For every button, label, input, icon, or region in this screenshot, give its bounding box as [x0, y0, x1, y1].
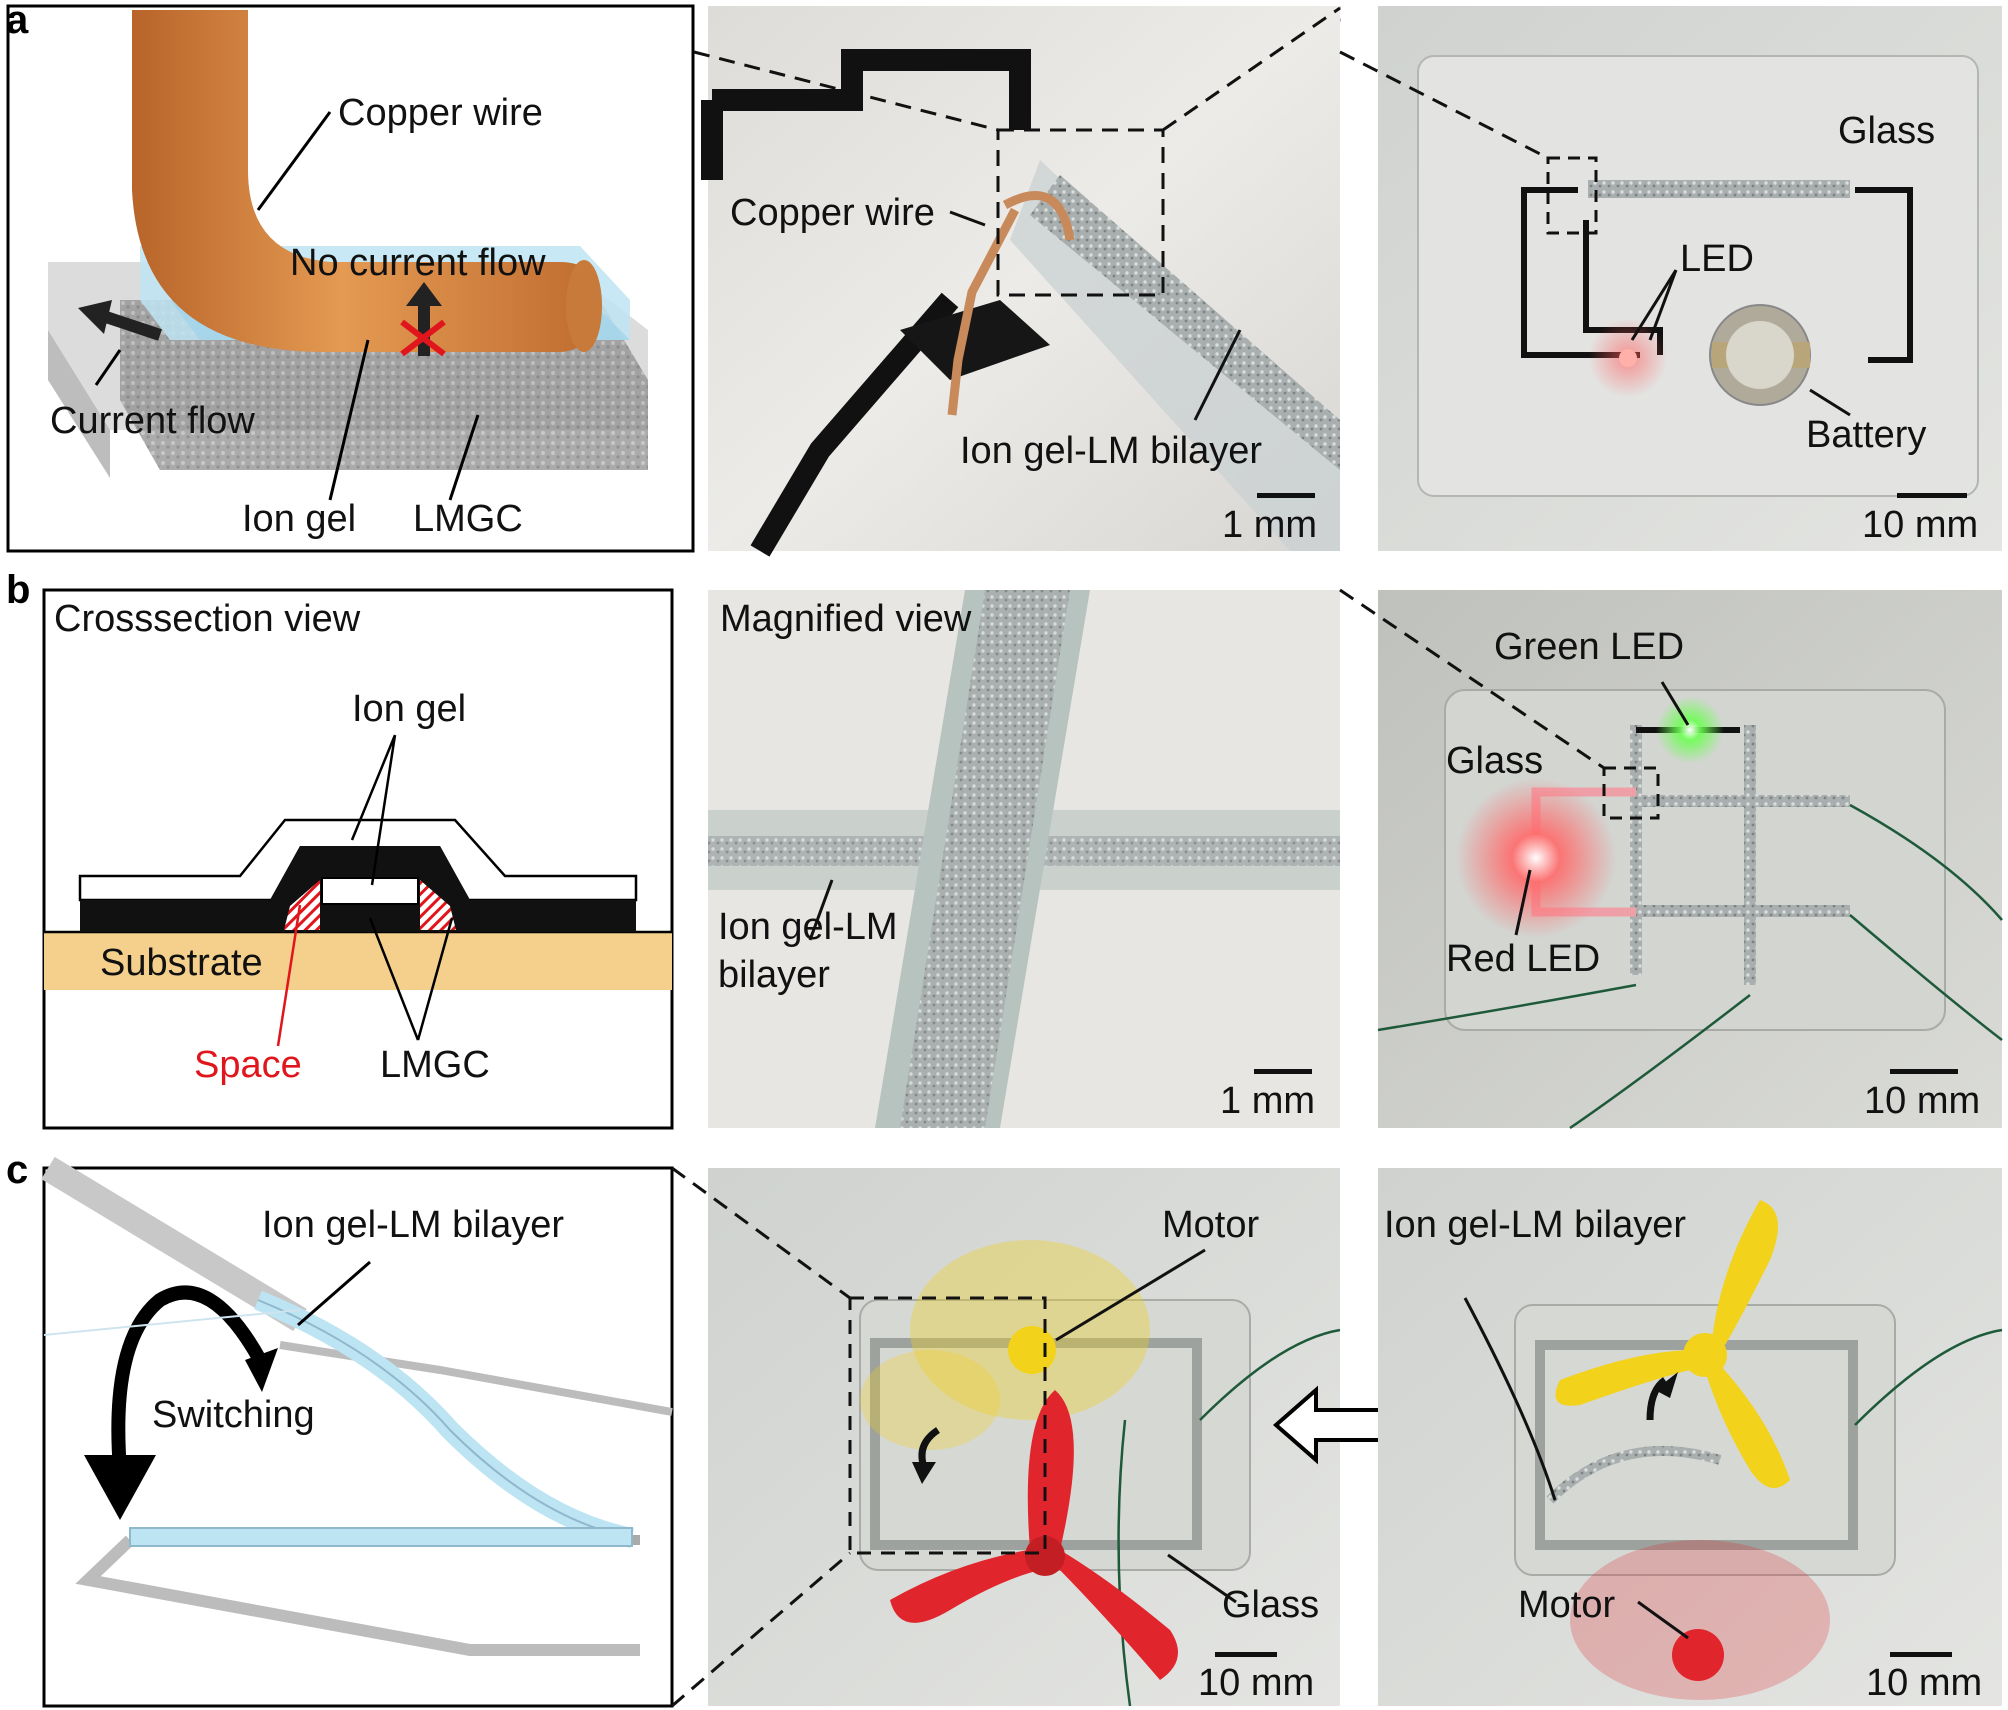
panel-a-photo-led-circuit — [1378, 6, 2002, 551]
label-glass-a: Glass — [1838, 110, 1936, 152]
panel-b-photo-magnified — [708, 590, 1340, 1128]
label-battery: Battery — [1806, 414, 1927, 456]
label-ion-gel-b: Ion gel — [352, 688, 467, 730]
panel-a-photo-copper-contact — [701, 6, 1340, 557]
panel-label-b: b — [6, 568, 31, 612]
label-ion-gel: Ion gel — [242, 498, 357, 540]
label-led: LED — [1680, 238, 1754, 280]
label-bilayer-photo: Ion gel-LM bilayer — [960, 430, 1263, 472]
panel-c-schematic — [41, 1156, 674, 1708]
label-bilayer-c-schematic: Ion gel-LM bilayer — [262, 1204, 565, 1246]
scale-bar-label-b2: 10 mm — [1864, 1080, 1981, 1122]
connector-lines — [671, 6, 1605, 1708]
panel-label-a: a — [6, 0, 29, 42]
label-magnified-view: Magnified view — [720, 598, 972, 640]
panel-b-schematic — [42, 588, 674, 1130]
label-lmgc: LMGC — [413, 498, 523, 540]
label-substrate: Substrate — [100, 942, 263, 984]
label-bilayer-b-line2: bilayer — [718, 954, 830, 996]
scale-bar-label-c2: 10 mm — [1866, 1662, 1983, 1704]
label-copper-wire-photo: Copper wire — [730, 192, 935, 234]
label-space: Space — [194, 1044, 302, 1086]
label-switching: Switching — [152, 1394, 315, 1436]
scale-bar-label-b1: 1 mm — [1220, 1080, 1315, 1122]
label-green-led: Green LED — [1494, 626, 1685, 668]
label-no-current-flow: No current flow — [290, 242, 546, 284]
scale-bar-label-c1: 10 mm — [1198, 1662, 1315, 1704]
label-motor-c2: Motor — [1518, 1584, 1616, 1626]
label-bilayer-b-line1: Ion gel-LM — [718, 906, 898, 948]
label-copper-wire: Copper wire — [338, 92, 543, 134]
scale-bar-label-a1: 1 mm — [1222, 504, 1317, 546]
scale-bar-label-a2: 10 mm — [1862, 504, 1979, 546]
label-lmgc-b: LMGC — [380, 1044, 490, 1086]
panel-a-schematic — [6, 4, 695, 553]
label-current-flow: Current flow — [50, 400, 255, 442]
label-glass-c: Glass — [1222, 1584, 1320, 1626]
label-bilayer-c-photo: Ion gel-LM bilayer — [1384, 1204, 1687, 1246]
panel-c-photo-motor-2 — [1378, 1168, 2003, 1706]
panel-label-c: c — [6, 1148, 29, 1192]
panel-c-photo-motor-1 — [708, 1168, 1341, 1707]
label-red-led: Red LED — [1446, 938, 1601, 980]
label-motor-c1: Motor — [1162, 1204, 1260, 1246]
label-glass-b: Glass — [1446, 740, 1544, 782]
panel-b-photo-led-grid — [1377, 590, 2003, 1130]
label-crosssection-view: Crosssection view — [54, 598, 361, 640]
